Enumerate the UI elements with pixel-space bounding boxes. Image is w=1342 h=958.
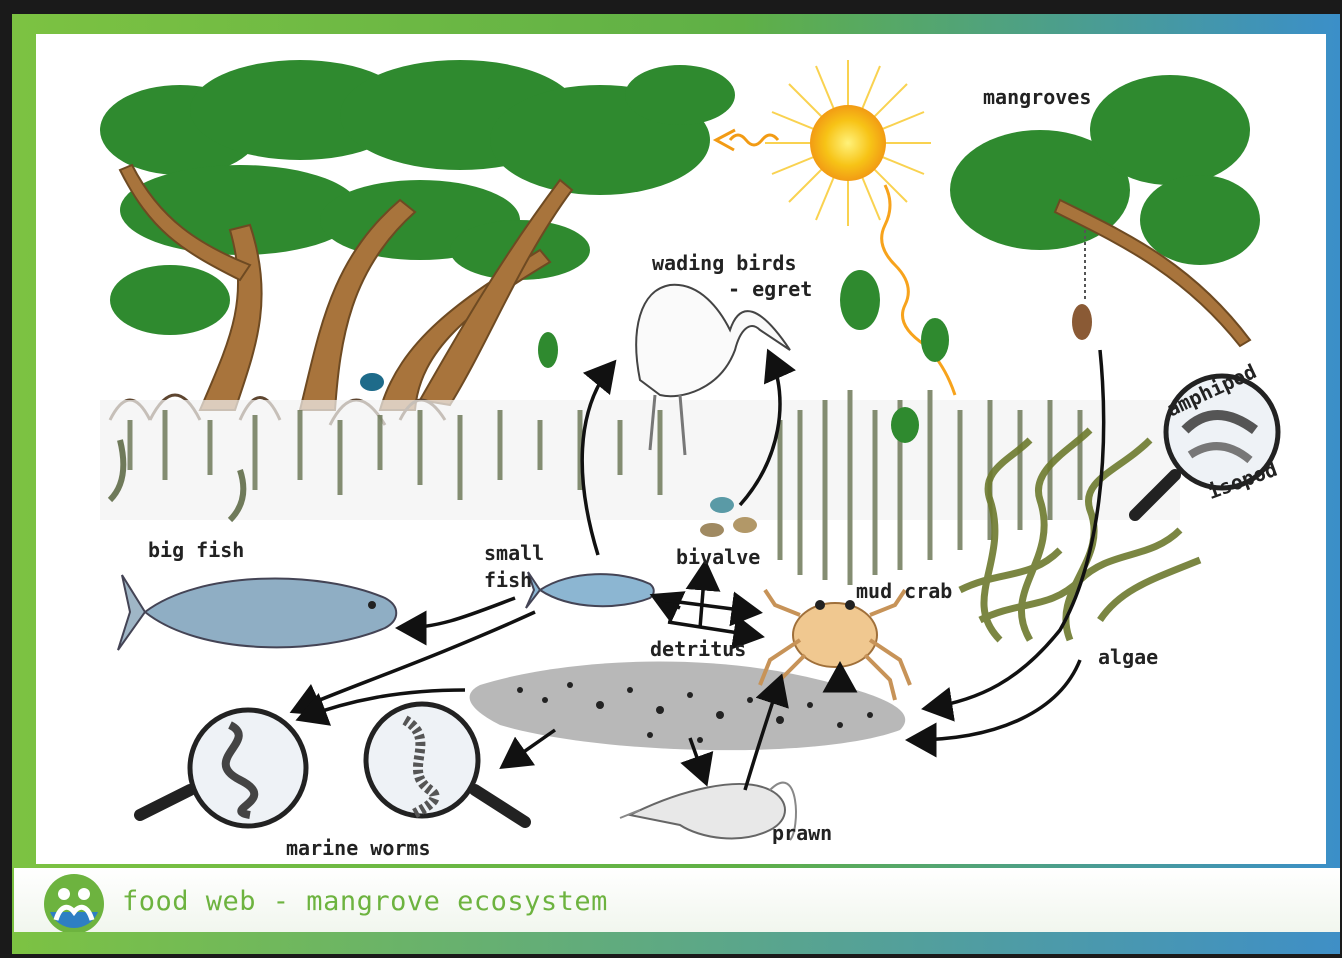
sun-icon xyxy=(716,60,955,395)
mangrove-tree-right xyxy=(950,75,1260,346)
label-small-fish-line2: fish xyxy=(484,568,532,592)
label-prawn: prawn xyxy=(772,821,832,845)
diagram-title: food web - mangrove ecosystem xyxy=(122,886,608,917)
prawn-illustration xyxy=(620,783,796,840)
label-detritus: detritus xyxy=(650,637,746,661)
marine-worm-magnifier-1 xyxy=(140,710,306,826)
label-algae: algae xyxy=(1098,645,1158,669)
label-mangroves: mangroves xyxy=(983,85,1091,109)
big-fish-illustration xyxy=(118,575,396,650)
label-small-fish-line1: small xyxy=(484,541,544,565)
small-fish-illustration xyxy=(526,572,654,608)
label-wading-birds: wading birds xyxy=(652,251,797,275)
label-marine-worms: marine worms xyxy=(286,836,431,860)
bottom-color-bar xyxy=(14,932,1340,954)
label-egret: - egret xyxy=(728,277,812,301)
footer-bar: food web - mangrove ecosystem xyxy=(14,868,1340,932)
label-bivalve: bivalve xyxy=(676,545,760,569)
people-circle-icon xyxy=(42,872,106,936)
label-mud-crab: mud crab xyxy=(856,579,952,603)
label-big-fish: big fish xyxy=(148,538,244,562)
